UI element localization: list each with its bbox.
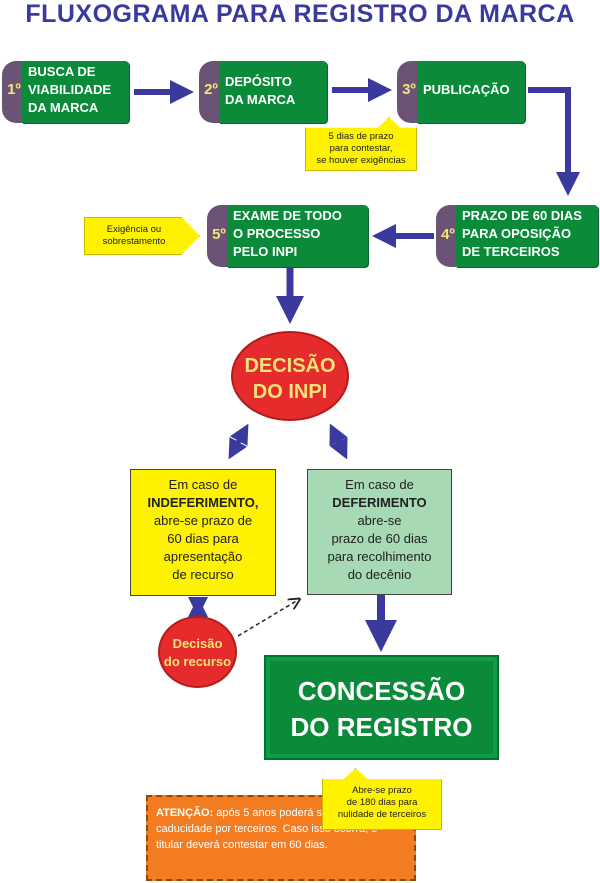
step-2-box: DEPÓSITO DA MARCA (219, 61, 327, 123)
concessao-registro: CONCESSÃO DO REGISTRO (264, 655, 499, 760)
step-3-box: PUBLICAÇÃO (417, 61, 525, 123)
indeferimento-box: Em caso de INDEFERIMENTO, abre-se prazo … (130, 469, 276, 596)
decision-inpi-line2: DO INPI (252, 381, 328, 403)
step-5-number: 5º (212, 226, 226, 243)
arrow-decision-deferimento (329, 423, 348, 460)
step-1-number: 1º (7, 81, 21, 98)
indeferimento-text: abre-se prazo de 60 dias para apresentaç… (153, 513, 253, 582)
concessao-line2: DO REGISTRO (290, 712, 473, 742)
step-4-number: 4º (441, 226, 455, 243)
step-1-box: BUSCA DE VIABILIDADE DA MARCA (22, 61, 129, 123)
decision-inpi-line1: DECISÃO (244, 355, 336, 377)
deferimento-bold: DEFERIMENTO (332, 495, 427, 510)
note-exigencia: Exigência ou sobrestamento (84, 217, 200, 255)
step-4-box: PRAZO DE 60 DIAS PARA OPOSIÇÃO DE TERCEI… (456, 205, 598, 267)
decisao-recurso: Decisão do recurso (158, 616, 237, 688)
indeferimento-pre: Em caso de (168, 477, 238, 492)
decisao-recurso-line2: do recurso (163, 654, 232, 669)
deferimento-box: Em caso de DEFERIMENTO abre-se prazo de … (307, 469, 452, 595)
arrow-step3-to-step4 (528, 87, 580, 196)
decisao-recurso-line1: Decisão (172, 636, 223, 651)
step-1-label: BUSCA DE VIABILIDADE DA MARCA (28, 64, 112, 115)
atencao-label: ATENÇÃO: (156, 807, 214, 819)
step-3-number: 3º (402, 81, 416, 98)
concessao-line1: CONCESSÃO (297, 676, 466, 706)
step-4-label: PRAZO DE 60 DIAS PARA OPOSIÇÃO DE TERCEI… (462, 208, 582, 259)
arrow-recurso-to-deferimento (237, 600, 298, 637)
page-title: FLUXOGRAMA PARA REGISTRO DA MARCA (25, 0, 575, 28)
deferimento-pre: Em caso de (345, 477, 414, 492)
step-5-box: EXAME DE TODO O PROCESSO PELO INPI (227, 205, 368, 267)
deferimento-text: abre-se prazo de 60 dias para recolhimen… (327, 513, 432, 582)
indeferimento-bold: INDEFERIMENTO, (147, 495, 259, 510)
step-2-label: DEPÓSITO DA MARCA (225, 74, 296, 107)
decision-inpi: DECISÃO DO INPI (231, 331, 349, 421)
arrow-decision-indeferimento (228, 423, 249, 460)
step-3-label: PUBLICAÇÃO (423, 82, 510, 97)
step-5-label: EXAME DE TODO O PROCESSO PELO INPI (233, 208, 342, 259)
step-2-number: 2º (204, 81, 218, 98)
